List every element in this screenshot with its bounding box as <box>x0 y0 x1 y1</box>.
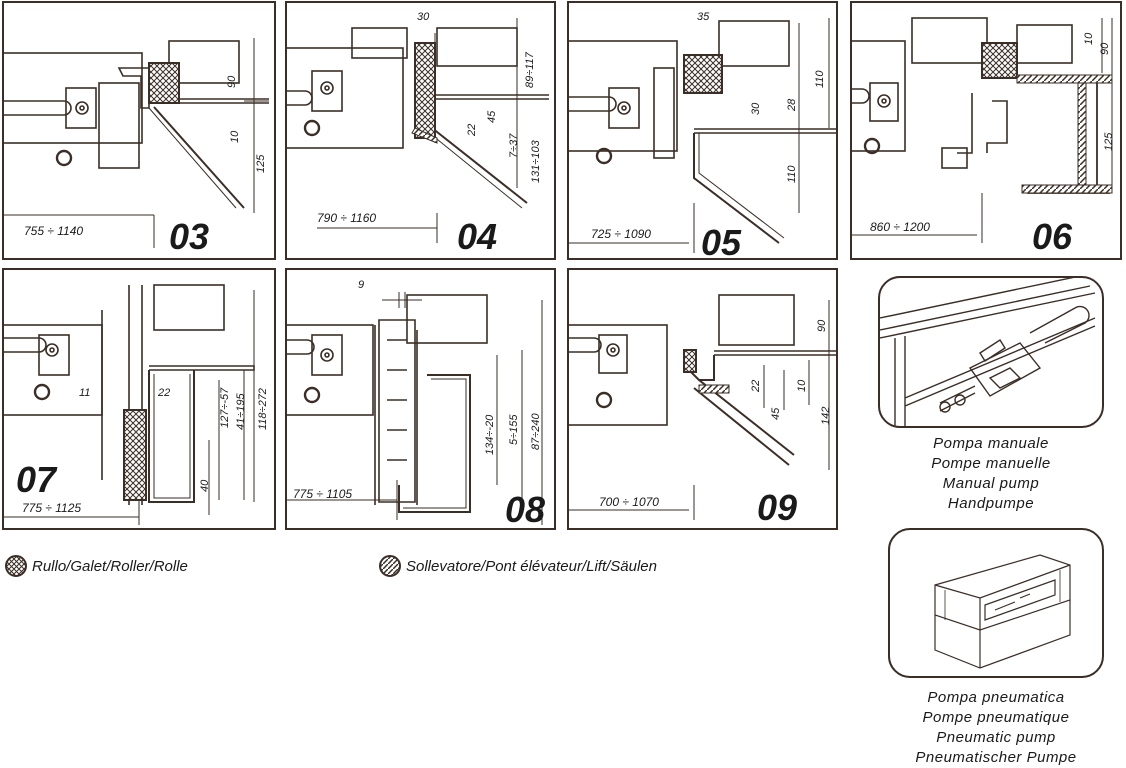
dim-label: 125 <box>1103 132 1115 151</box>
panel-range: 775 ÷ 1125 <box>22 501 82 515</box>
dim-label: 35 <box>697 11 710 23</box>
panel-number: 05 <box>701 222 742 260</box>
dim-label: 90 <box>816 319 828 332</box>
dim-label: 131÷103 <box>530 140 542 183</box>
crosshatch-swatch-icon <box>5 555 27 577</box>
panel-08: 9 134÷-20 5÷155 87÷240 775 ÷ 1105 08 <box>285 268 556 530</box>
dim-label: 45 <box>770 407 782 420</box>
panel-05-drawing <box>569 18 836 253</box>
legend-roller: Rullo/Galet/Roller/Rolle <box>4 554 188 578</box>
caption-line: Pompe manuelle <box>931 455 1051 472</box>
panel-number: 08 <box>505 489 546 530</box>
dim-label: 110 <box>786 165 798 183</box>
dim-label: 30 <box>417 11 430 23</box>
legend-lift-label: Sollevatore/Pont élévateur/Lift/Säulen <box>406 557 657 575</box>
caption-line: Manual pump <box>942 475 1040 492</box>
dim-label: 87÷240 <box>530 413 542 450</box>
dim-label: 125 <box>255 154 267 173</box>
panel-range: 700 ÷ 1070 <box>599 495 659 509</box>
manual-pump-caption: Pompa manuale Pompe manuelle Manual pump… <box>878 434 1104 514</box>
dim-label: 90 <box>226 75 238 88</box>
pneumatic-pump-caption: Pompa pneumatica Pompe pneumatique Pneum… <box>878 688 1114 768</box>
panel-08-drawing <box>287 292 543 525</box>
panel-number: 04 <box>457 216 498 257</box>
legend-lift: Sollevatore/Pont élévateur/Lift/Säulen <box>378 554 657 578</box>
panel-05: 35 30 28 110 110 725 ÷ 1090 05 <box>567 1 838 260</box>
panel-number: 07 <box>16 459 57 500</box>
panel-number: 09 <box>757 487 798 528</box>
panel-07: 11 22 127÷-57 41÷195 118÷272 40 775 ÷ 11… <box>2 268 276 530</box>
dim-label: 11 <box>79 387 91 399</box>
hatch-swatch-icon <box>379 555 401 577</box>
panel-03: 90 10 125 755 ÷ 1140 03 <box>2 1 276 260</box>
dim-label: 5÷155 <box>508 414 520 445</box>
dim-label: 30 <box>750 102 762 115</box>
dim-label: 40 <box>199 479 211 492</box>
dim-label: 110 <box>814 70 826 88</box>
panel-number: 06 <box>1032 216 1073 257</box>
dim-label: 41÷195 <box>235 393 247 430</box>
caption-line: Pneumatischer Pumpe <box>915 749 1077 766</box>
dim-label: 142 <box>820 406 832 425</box>
caption-line: Handpumpe <box>947 495 1035 512</box>
manual-pump-illustration <box>878 276 1104 428</box>
panel-04: 30 89÷117 22 45 7÷37 131÷103 790 ÷ 1160 … <box>285 1 556 260</box>
dim-label: 134÷-20 <box>484 414 496 455</box>
panel-06-drawing <box>852 17 1113 243</box>
panel-range: 755 ÷ 1140 <box>24 224 84 238</box>
panel-range: 725 ÷ 1090 <box>591 227 651 241</box>
dim-label: 22 <box>158 387 171 399</box>
caption-line: Pompe pneumatique <box>922 709 1070 726</box>
panel-range: 790 ÷ 1160 <box>317 211 377 225</box>
legend-roller-label: Rullo/Galet/Roller/Rolle <box>32 557 188 575</box>
dim-label: 22 <box>466 123 478 136</box>
dim-label: 10 <box>229 130 241 143</box>
panel-04-drawing <box>287 18 549 243</box>
dim-label: 127÷-57 <box>219 387 231 428</box>
caption-line: Pneumatic pump <box>936 729 1056 746</box>
dim-label: 90 <box>1099 42 1111 55</box>
panel-range: 775 ÷ 1105 <box>293 487 353 501</box>
panel-09-drawing <box>569 294 836 520</box>
dim-label: 10 <box>1083 32 1095 45</box>
panel-range: 860 ÷ 1200 <box>870 220 930 234</box>
panel-number: 03 <box>169 216 210 257</box>
pneumatic-pump-illustration <box>888 528 1104 678</box>
dim-label: 118÷272 <box>257 388 269 430</box>
dim-label: 7÷37 <box>508 133 520 158</box>
dim-label: 89÷117 <box>524 52 536 88</box>
panel-03-drawing <box>4 38 269 248</box>
pneumatic-pump-drawing <box>934 554 1071 669</box>
manual-pump-drawing <box>880 278 1096 426</box>
dim-label: 10 <box>796 379 808 392</box>
caption-line: Pompa pneumatica <box>927 689 1065 706</box>
panel-06: 10 90 125 860 ÷ 1200 06 <box>850 1 1122 260</box>
dim-label: 9 <box>358 279 365 291</box>
dim-label: 22 <box>750 379 762 392</box>
panel-09: 90 22 45 10 142 700 ÷ 1070 09 <box>567 268 838 530</box>
caption-line: Pompa manuale <box>933 435 1049 452</box>
dim-label: 45 <box>486 110 498 123</box>
panel-07-drawing <box>4 284 255 525</box>
dim-label: 28 <box>786 98 798 111</box>
